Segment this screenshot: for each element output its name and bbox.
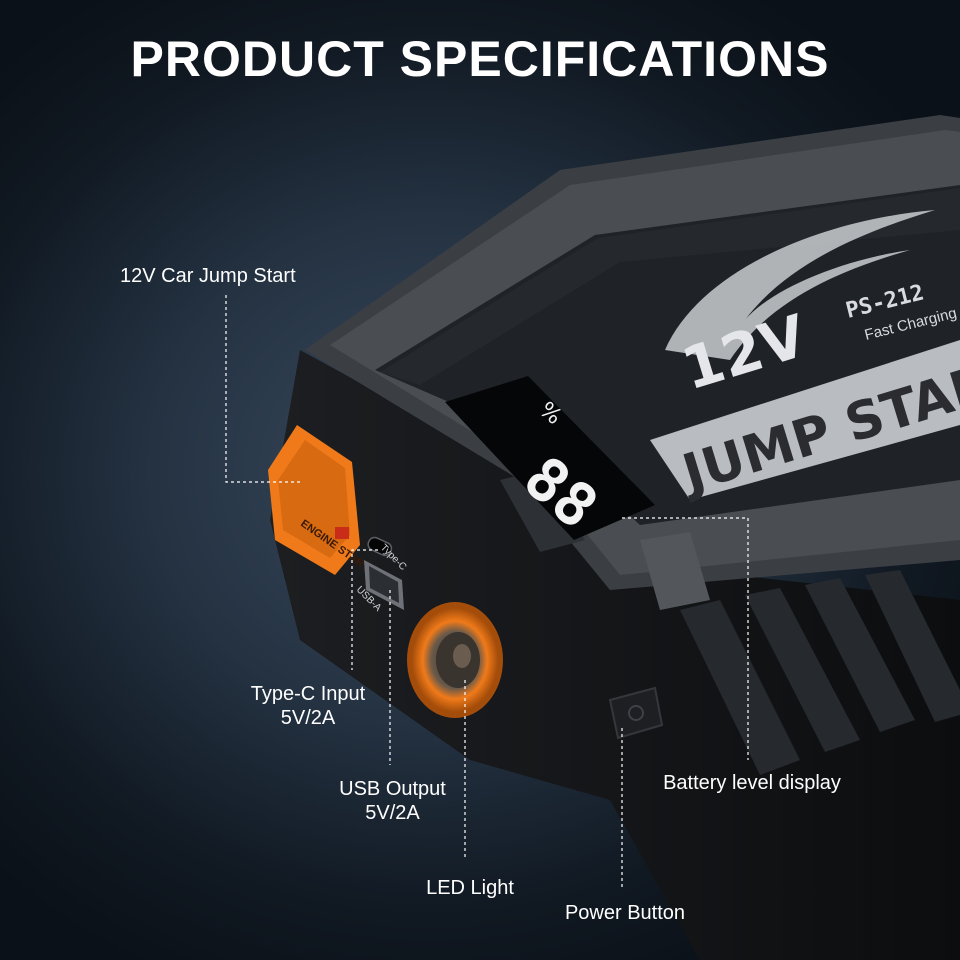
brand-band	[650, 340, 960, 500]
device-front-side	[270, 350, 960, 960]
callout-line-battery	[622, 517, 749, 760]
callout-led-text: LED Light	[426, 877, 514, 899]
power-icon	[628, 705, 644, 721]
callout-lines	[225, 295, 749, 890]
led-light	[407, 602, 503, 718]
battery-display: 88 %	[445, 376, 655, 543]
callout-jump-start-text: 12V Car Jump Start	[120, 265, 296, 287]
callout-typec-title: Type-C Input	[250, 683, 366, 705]
power-button[interactable]	[608, 686, 664, 740]
callout-line-typec	[351, 549, 378, 670]
callout-power: Power Button	[555, 901, 695, 925]
callout-battery-text: Battery level display	[663, 772, 841, 794]
callout-usb: USB Output 5V/2A	[320, 777, 465, 825]
callout-typec-spec: 5V/2A	[280, 707, 336, 729]
callout-jump-start: 12V Car Jump Start	[120, 264, 296, 288]
typec-port	[367, 536, 393, 557]
grip-ribs	[680, 570, 960, 775]
callout-line-jump-start	[225, 295, 300, 483]
callout-battery: Battery level display	[652, 771, 852, 795]
callout-typec: Type-C Input 5V/2A	[238, 682, 378, 730]
engine-indicator-icon	[335, 527, 349, 539]
callout-usb-spec: 5V/2A	[365, 802, 420, 824]
brand-swoosh	[665, 210, 935, 360]
callout-power-text: Power Button	[564, 902, 686, 924]
callout-led: LED Light	[410, 876, 530, 900]
callout-usb-title: USB Output	[339, 778, 446, 800]
page-title: PRODUCT SPECIFICATIONS	[130, 31, 830, 87]
usb-port	[364, 560, 404, 610]
